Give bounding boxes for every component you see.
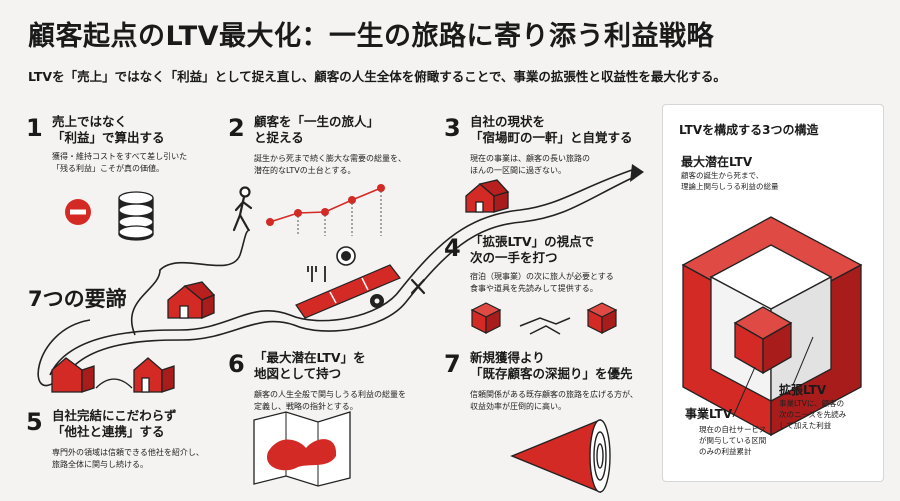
- point-desc-line-1: 現在の事業は、顧客の長い旅路の: [470, 154, 590, 163]
- handshake-icon: [519, 317, 571, 335]
- point-desc-line-2: 潜在的なLTVの土台とする。: [254, 166, 356, 175]
- point-desc-line-1: 誕生から死まで続く膨大な需要の総量を、: [254, 154, 406, 163]
- road-red-segment: [295, 264, 401, 319]
- own-house-icon: [465, 179, 510, 213]
- point-number: 7: [444, 350, 461, 378]
- point-desc-line-2: 「残る利益」こそが真の価値。: [52, 164, 164, 173]
- point-title-line-2: 次の一手を打つ: [470, 250, 558, 265]
- plate-icon: [336, 246, 356, 266]
- traveler-icon: [232, 186, 253, 232]
- point-desc-line-2: 収益効率が圧倒的に高い。: [470, 402, 566, 411]
- point-number: 2: [228, 114, 245, 142]
- max-ltv-desc-line-2: 理論上関与しうる利益の総量: [681, 182, 779, 191]
- point-title-line-1: 売上ではなく: [52, 114, 128, 129]
- point-title-line-2: 地図として持つ: [254, 366, 342, 381]
- partner-cube-left-icon: [470, 302, 502, 334]
- point-title-line-1: 自社完結にこだわらず: [52, 408, 177, 423]
- partner-buildings-icon: [51, 357, 175, 393]
- section-label: 7つの要諦: [28, 287, 127, 311]
- point-desc-line-1: 顧客の人生全般で関与しうる利益の総量を: [254, 390, 406, 399]
- point-desc-line-2: ほんの一区間に過ぎない。: [470, 166, 566, 175]
- point-title-line-1: 「最大潜在LTV」を: [254, 350, 366, 365]
- point-desc-line-1: 信頼関係がある既存顧客の旅路を広げる方が、: [470, 390, 638, 399]
- point-number: 3: [444, 114, 461, 142]
- point-desc-line-2: 旅路全体に関与し続ける。: [52, 460, 148, 469]
- road-arrowhead: [630, 164, 644, 182]
- inner-space-right: [770, 275, 832, 403]
- megaphone-icon: [510, 418, 611, 494]
- panel-title: LTVを構成する3つの構造: [679, 123, 819, 137]
- label-leader-lines: [732, 336, 814, 418]
- ltv-structure-panel: LTVを構成する3つの構造 最大潜在LTV 顧客の誕生から死まで、 理論上関与し…: [662, 104, 884, 482]
- point-number: 1: [26, 114, 43, 142]
- point-title-line-2: 「他社と連携」する: [52, 424, 165, 439]
- growth-points: [266, 184, 385, 226]
- gear-icon: [370, 294, 384, 308]
- tools-icon: [410, 278, 426, 295]
- point-desc-line-1: 獲得・維持コストをすべて差し引いた: [52, 152, 188, 161]
- point-title-line-1: 自社の現状を: [470, 114, 546, 129]
- point-title-line-1: 新規獲得より: [470, 350, 545, 365]
- growth-drops: [297, 191, 382, 236]
- point-number: 5: [26, 408, 43, 436]
- expand-ltv-label: 拡張LTV: [779, 383, 827, 397]
- business-ltv-desc-line-3: のみの利益累計: [699, 447, 752, 456]
- point-desc-line-1: 専門外の領域は信頼できる他社を紹介し、: [52, 448, 204, 457]
- page-subtitle: LTVを「売上」ではなく「利益」として捉え直し、顧客の人生全体を俯瞰することで、…: [28, 69, 726, 84]
- partner-cube-right-icon: [586, 302, 618, 334]
- cutlery-icon: [307, 266, 326, 282]
- coin-stack-icon: [118, 191, 154, 241]
- point-title-line-2: 「利益」で算出する: [52, 130, 165, 145]
- max-ltv-desc-line-1: 顧客の誕生から死まで、: [681, 171, 764, 180]
- max-ltv-label: 最大潜在LTV: [681, 155, 753, 169]
- expand-ltv-desc-line-2: 次のニーズを先読み: [779, 410, 847, 419]
- journey-road: [37, 169, 633, 387]
- business-ltv-label: 事業LTV: [685, 407, 733, 421]
- map-icon: [253, 411, 351, 487]
- point-title-line-2: と捉える: [254, 130, 304, 145]
- point-number: 4: [444, 234, 461, 262]
- expand-ltv-desc-line-1: 事業LTVに、顧客の: [779, 399, 845, 408]
- expand-ltv-desc-line-3: して加えた利益: [779, 421, 832, 430]
- point-desc-line-2: 定義し、戦略の指針とする。: [254, 402, 358, 411]
- point-title-line-1: 「拡張LTV」の視点で: [470, 234, 595, 249]
- point-title-line-2: 「既存顧客の深掘り」を優先: [470, 366, 633, 381]
- point-title-line-1: 顧客を「一生の旅人」: [254, 114, 380, 129]
- business-ltv-desc-line-1: 現在の自社サービス: [699, 425, 767, 434]
- business-ltv-cube-right: [762, 321, 792, 375]
- point-number: 6: [228, 350, 245, 378]
- page-title: 顧客起点のLTV最大化：一生の旅路に寄り添う利益戦略: [28, 21, 715, 52]
- point-desc-line-1: 宿泊（現事業）の次に旅人が必要とする: [470, 272, 614, 281]
- point-desc-line-2: 食事や道具を先読みして提供する。: [470, 284, 598, 293]
- business-ltv-desc-line-2: が関与している区間: [699, 436, 767, 445]
- point-title-line-2: 「宿場町の一軒」と自覚する: [470, 130, 633, 145]
- inn-house-icon: [167, 281, 216, 319]
- ltv-cube-diagram: [681, 216, 863, 437]
